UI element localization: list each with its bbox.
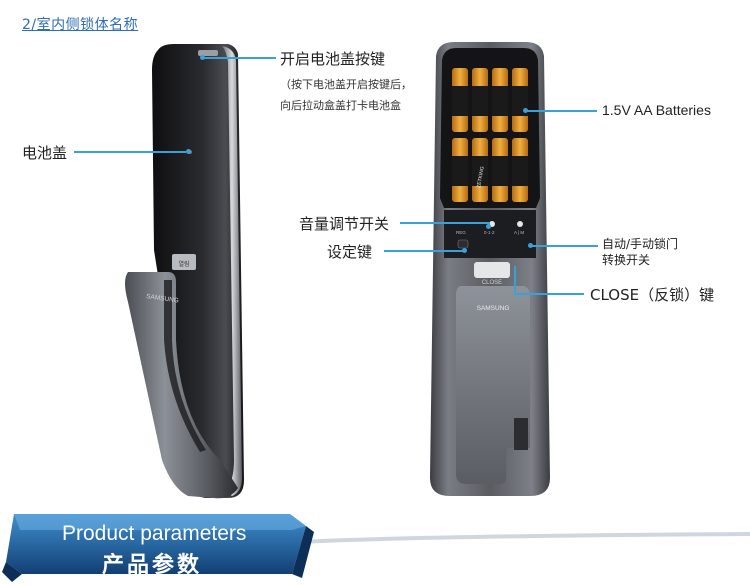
banner-title-cn: 产品参数 [102, 553, 203, 578]
battery [492, 138, 508, 202]
handle-open-button-text: 열림 [178, 260, 189, 268]
leader-line [532, 245, 598, 247]
leader-line [384, 250, 464, 252]
battery [492, 68, 508, 132]
right-handle[interactable] [456, 286, 530, 484]
setting-key[interactable] [457, 239, 469, 249]
volume-switch-label: 音量调节开关 [299, 215, 390, 233]
auto-manual-switch[interactable] [517, 221, 523, 227]
leader-dot [186, 149, 191, 154]
panel-switch-label-reg: REG [456, 230, 466, 235]
close-button-text: CLOSE [482, 280, 502, 286]
battery-pack: ZETKING [452, 68, 528, 202]
auto-manual-label-line1: 自动/手动锁门 [602, 237, 679, 251]
battery-cover-label: 电池盖 [22, 144, 68, 162]
leader-line [74, 151, 186, 153]
auto-manual-label-line2: 转换开关 [602, 253, 651, 267]
batteries-label: 1.5V AA Batteries [602, 102, 711, 118]
battery [512, 138, 528, 202]
panel-switch-label-volume: 0·1·2 [484, 230, 495, 235]
battery [512, 68, 528, 132]
setting-key-label: 设定键 [327, 243, 373, 261]
close-key-label: CLOSE（反锁）键 [590, 286, 715, 304]
battery-cover-open-button[interactable] [198, 50, 218, 56]
lock-side-view: SAMSUNG 열림 [125, 44, 244, 499]
open-button-note-line2: 向后拉动盒盖打卡电池盒 [280, 99, 401, 112]
open-button-note-line1: （按下电池盖开启按键后， [280, 78, 412, 91]
leader-dot [486, 224, 491, 229]
battery [472, 68, 488, 132]
leader-line [204, 57, 276, 59]
handle-open-button[interactable] [172, 254, 196, 270]
leader-dot [528, 243, 533, 248]
leader-line [400, 222, 488, 224]
left-handle[interactable] [125, 272, 238, 499]
handle-brand-text: SAMSUNG [146, 293, 180, 305]
close-button[interactable] [474, 262, 510, 278]
product-parameters-banner [0, 514, 750, 585]
leader-dot [462, 248, 467, 253]
panel-switch-label-am: A | M [514, 230, 524, 235]
battery [452, 68, 468, 132]
page-title[interactable]: 2/室内侧锁体名称 [22, 17, 139, 33]
leader-line [527, 110, 597, 112]
banner-title-en: Product parameters [62, 522, 247, 545]
battery-brand-text: ZETKING [476, 166, 486, 188]
leader-line [514, 293, 584, 295]
battery [452, 138, 468, 202]
leader-dot [523, 108, 528, 113]
open-button-label: 开启电池盖按键 [280, 50, 386, 68]
lock-inside-view: ZETKING REG 0·1·2 A | M CLOSE SAMSUNG [430, 42, 550, 496]
leader-dot [200, 55, 205, 60]
handle-brand-text: SAMSUNG [477, 305, 510, 312]
leader-line [514, 266, 516, 294]
battery [472, 138, 488, 202]
